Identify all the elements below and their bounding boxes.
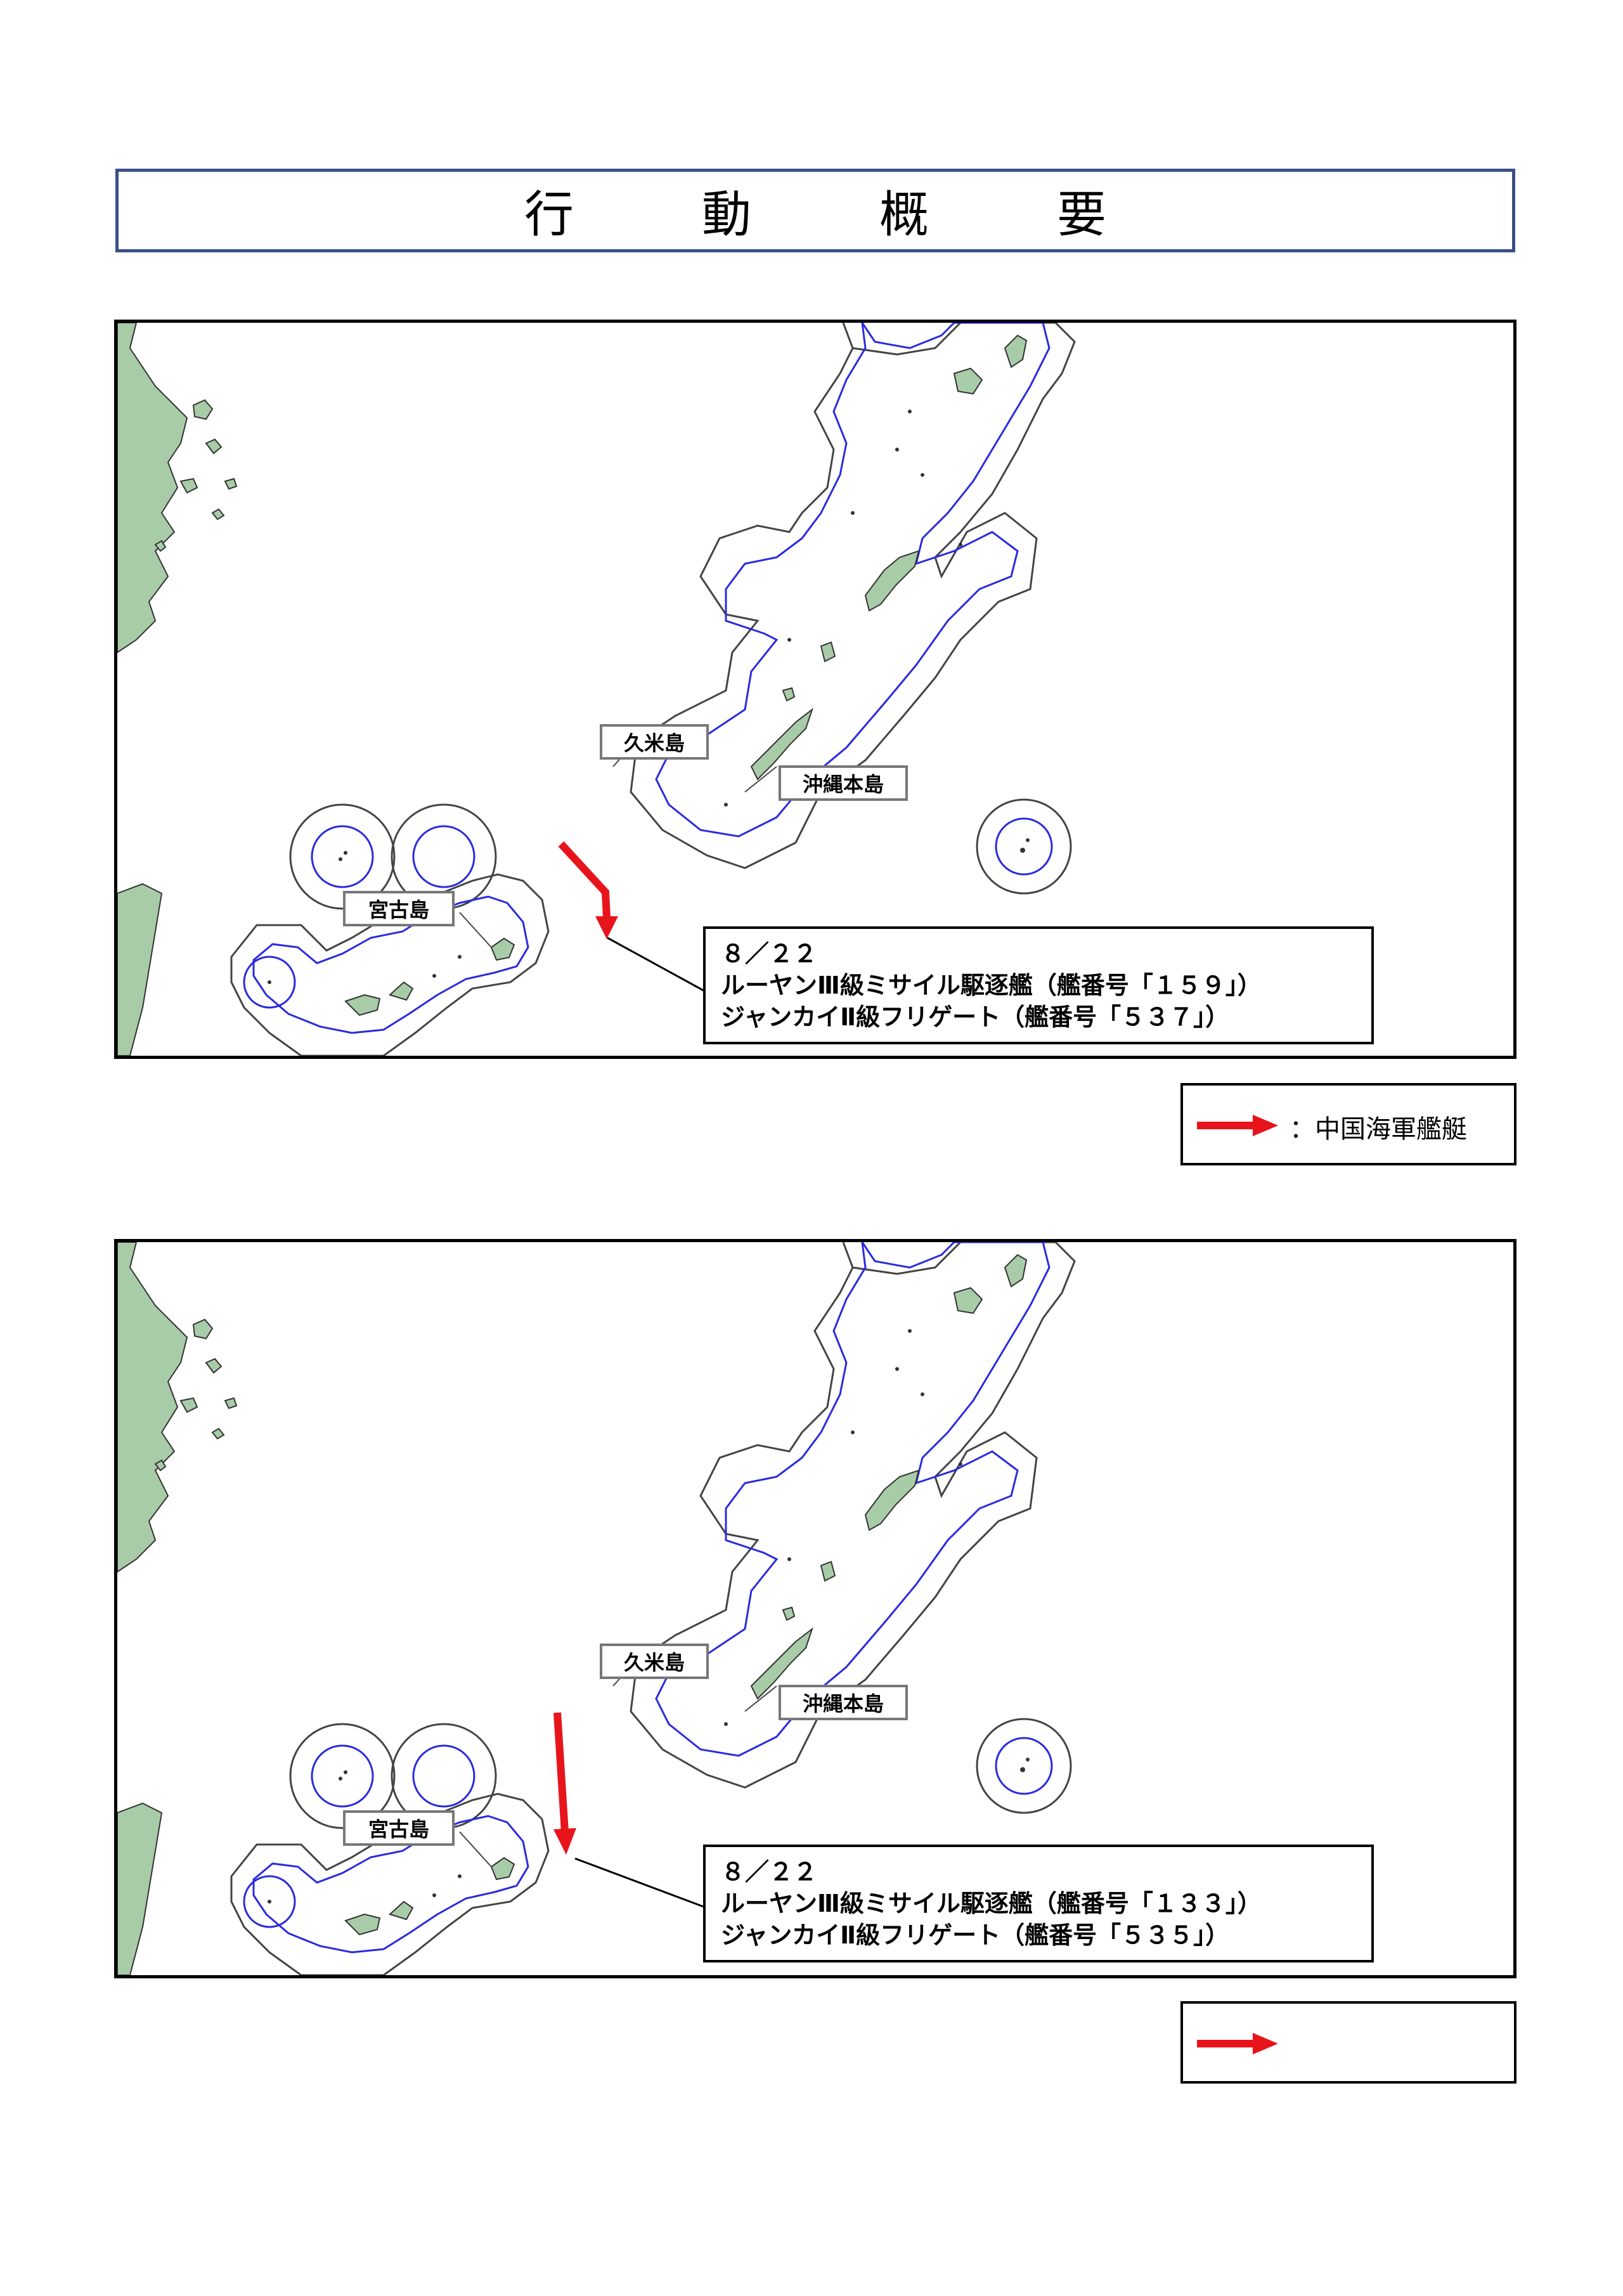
info-ship-2: ジャンカイⅡ級フリゲート（艦番号「５３７」） [721, 1003, 1230, 1031]
ship-track-arrow-icon [558, 841, 618, 939]
info-date: ８／２２ [721, 1858, 818, 1886]
label-miyako: 宮古島 [343, 1810, 455, 1846]
red-arrow-icon [1197, 1115, 1278, 1136]
label-okinawa: 沖縄本島 [779, 1685, 908, 1720]
red-arrow-icon [1197, 2033, 1278, 2054]
info-ship-1: ルーヤンⅢ級ミサイル駆逐艦（艦番号「１３３」） [721, 1890, 1262, 1917]
ship-track-arrow-icon [553, 1712, 576, 1855]
map-panel-2: 久米島 沖縄本島 宮古島 ８／２２ ルーヤンⅢ級ミサイル駆逐艦（艦番号「１３３」… [114, 1239, 1516, 1978]
legend-label: ：中国海軍艦艇 [1290, 1115, 1467, 1144]
label-kume: 久米島 [600, 724, 709, 760]
legend-2 [1180, 2001, 1516, 2084]
info-date: ８／２２ [721, 940, 818, 968]
info-box-1: ８／２２ ルーヤンⅢ級ミサイル駆逐艦（艦番号「１５９」） ジャンカイⅡ級フリゲー… [703, 926, 1374, 1044]
info-box-2: ８／２２ ルーヤンⅢ級ミサイル駆逐艦（艦番号「１３３」） ジャンカイⅡ級フリゲー… [703, 1845, 1374, 1962]
page-title: 行 動 概 要 [524, 186, 1146, 243]
info-ship-1: ルーヤンⅢ級ミサイル駆逐艦（艦番号「１５９」） [721, 971, 1262, 999]
title-box: 行 動 概 要 [115, 169, 1515, 252]
label-okinawa: 沖縄本島 [779, 765, 908, 801]
map-base-2 [117, 1242, 1076, 1975]
info-ship-2: ジャンカイⅡ級フリゲート（艦番号「５３５」） [721, 1921, 1230, 1949]
map-panel-1: 久米島 沖縄本島 宮古島 ８／２２ ルーヤンⅢ級ミサイル駆逐艦（艦番号「１５９」… [114, 320, 1516, 1059]
legend-1: ：中国海軍艦艇 [1180, 1083, 1516, 1165]
label-miyako: 宮古島 [343, 891, 455, 926]
map-base-1 [117, 323, 1076, 1056]
label-kume: 久米島 [600, 1644, 709, 1679]
